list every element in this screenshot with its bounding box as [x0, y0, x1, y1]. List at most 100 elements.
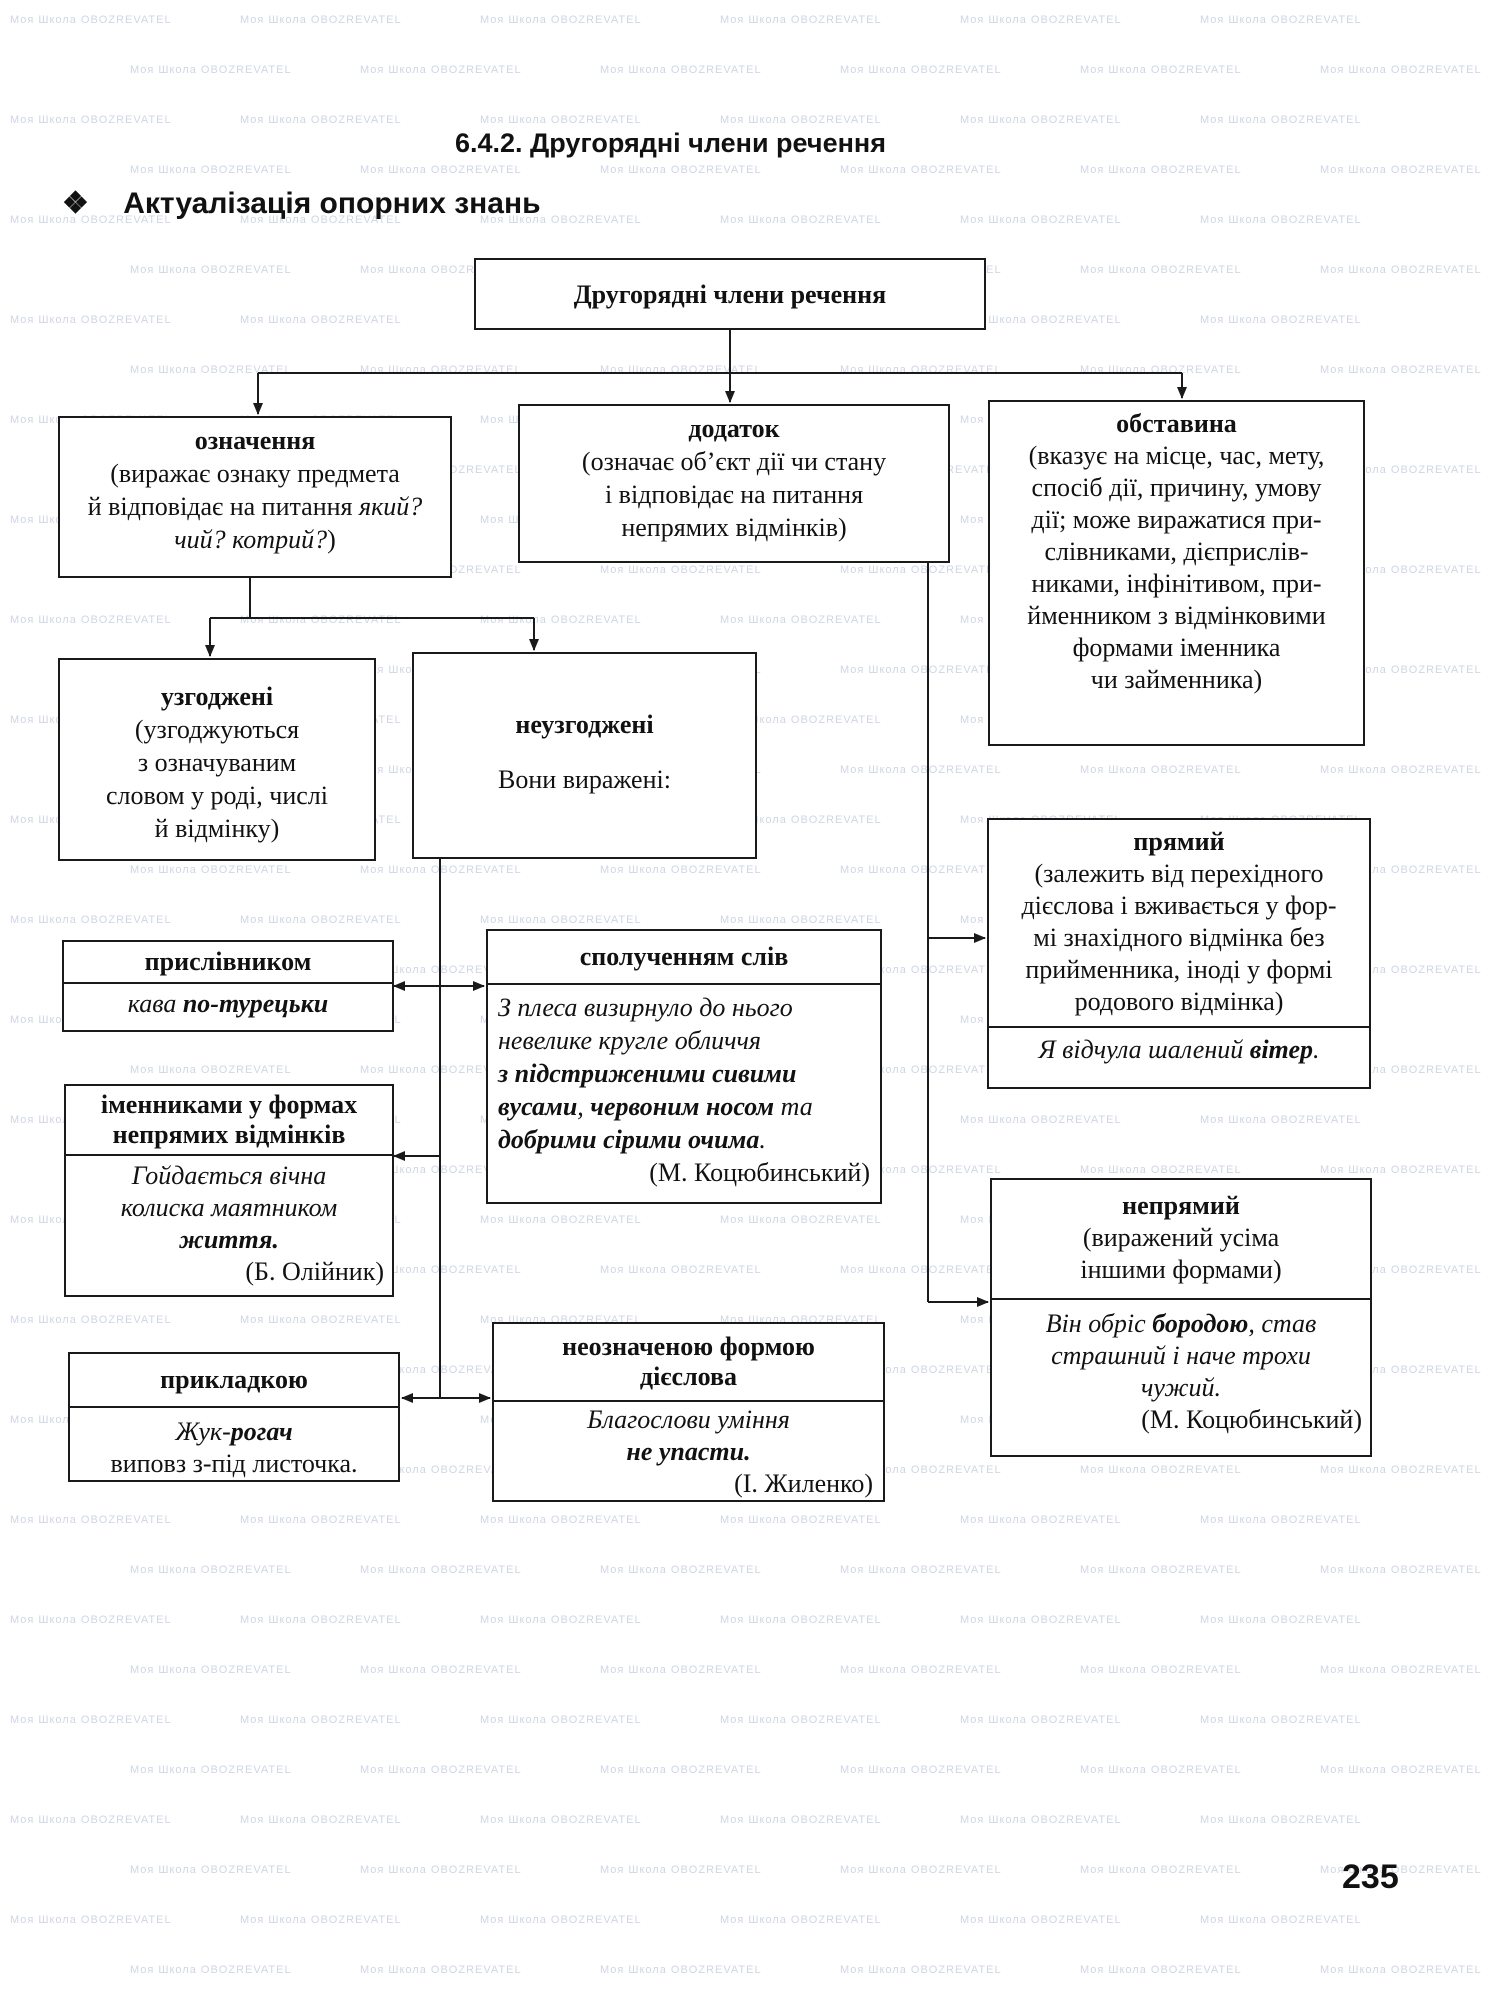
watermark-text: Моя Школа OBOZREVATEL [1320, 1564, 1482, 1576]
watermark-text: Моя Школа OBOZREVATEL [1080, 164, 1242, 176]
watermark-text: Моя Школа OBOZREVATEL [10, 1514, 172, 1526]
watermark-text: Моя Школа OBOZREVATEL [960, 1714, 1122, 1726]
watermark-text: Моя Школа OBOZREVATEL [360, 164, 522, 176]
oznachennya-line3: чий? котрий?) [174, 525, 336, 554]
watermark-text: Моя Школа OBOZREVATEL [240, 1514, 402, 1526]
watermark-text: Моя Школа OBOZREVATEL [960, 114, 1122, 126]
watermark-text: Моя Школа OBOZREVATEL [720, 1814, 882, 1826]
watermark-text: Моя Школа OBOZREVATEL [1080, 1864, 1242, 1876]
watermark-text: Моя Школа OBOZREVATEL [1080, 1564, 1242, 1576]
watermark-text: Моя Школа OBOZREVATEL [1320, 1664, 1482, 1676]
prykladkoyu-title: прикладкою [70, 1354, 398, 1408]
watermark-text: Моя Школа OBOZREVATEL [1080, 764, 1242, 776]
watermark-text: Моя Школа OBOZREVATEL [840, 1964, 1002, 1976]
watermark-text: Моя Школа OBOZREVATEL [360, 1564, 522, 1576]
watermark-text: Моя Школа OBOZREVATEL [840, 1764, 1002, 1776]
watermark-text: Моя Школа OBOZREVATEL [360, 1664, 522, 1676]
watermark-text: Моя Школа OBOZREVATEL [360, 1964, 522, 1976]
watermark-text: Моя Школа OBOZREVATEL [240, 1314, 402, 1326]
watermark-text: Моя Школа OBOZREVATEL [1200, 114, 1362, 126]
watermark-text: Моя Школа OBOZREVATEL [960, 314, 1122, 326]
watermark-text: Моя Школа OBOZREVATEL [1080, 1464, 1242, 1476]
watermark-text: Моя Школа OBOZREVATEL [720, 614, 882, 626]
pryamyi-description: прямий (залежить від перехідного дієслов… [989, 820, 1369, 1028]
watermark-text: Моя Школа OBOZREVATEL [360, 1864, 522, 1876]
watermark-text: Моя Школа OBOZREVATEL [130, 1864, 292, 1876]
subsection-heading: ❖ Актуалізація опорних знань [62, 186, 541, 221]
watermark-text: Моя Школа OBOZREVATEL [600, 1664, 762, 1676]
watermark-text: Моя Школа OBOZREVATEL [480, 214, 642, 226]
dodatok-box: додаток (означає об’єкт дії чи стану і в… [518, 404, 950, 563]
spoluchennyam-author: (М. Коцюбинський) [649, 1158, 870, 1187]
pryamyi-box: прямий (залежить від перехідного дієслов… [987, 818, 1371, 1089]
subsection-title: Актуалізація опорних знань [123, 187, 541, 220]
watermark-text: Моя Школа OBOZREVATEL [720, 814, 882, 826]
watermark-text: Моя Школа OBOZREVATEL [960, 1814, 1122, 1826]
watermark-text: Моя Школа OBOZREVATEL [480, 1214, 642, 1226]
oznachennya-box: означення (виражає ознаку предмета й від… [58, 416, 452, 578]
watermark-text: Моя Школа OBOZREVATEL [480, 1614, 642, 1626]
watermark-text: Моя Школа OBOZREVATEL [960, 1914, 1122, 1926]
watermark-text: Моя Школа OBOZREVATEL [1080, 1964, 1242, 1976]
watermark-text: Моя Школа OBOZREVATEL [240, 1614, 402, 1626]
watermark-text: Моя Школа OBOZREVATEL [720, 1714, 882, 1726]
watermark-text: Моя Школа OBOZREVATEL [130, 1964, 292, 1976]
prykladkoyu-box: прикладкою Жук-рогач виповз з-під листоч… [68, 1352, 400, 1482]
watermark-text: Моя Школа OBOZREVATEL [130, 164, 292, 176]
watermark-text: Моя Школа OBOZREVATEL [1320, 164, 1482, 176]
watermark-text: Моя Школа OBOZREVATEL [1320, 1164, 1482, 1176]
watermark-text: Моя Школа OBOZREVATEL [840, 864, 1002, 876]
pryslivnykom-box: прислівником кава по-турецьки [62, 940, 394, 1032]
neoznachenoyu-example: Благослови уміння не упасти. (І. Жиленко… [494, 1402, 883, 1502]
watermark-text: Моя Школа OBOZREVATEL [1200, 314, 1362, 326]
watermark-text: Моя Школа OBOZREVATEL [480, 1914, 642, 1926]
watermark-text: Моя Школа OBOZREVATEL [840, 164, 1002, 176]
watermark-text: Моя Школа OBOZREVATEL [1320, 264, 1482, 276]
neuzgodzheni-box: неузгоджені Вони виражені: [412, 652, 757, 859]
watermark-text: Моя Школа OBOZREVATEL [1200, 14, 1362, 26]
watermark-text: Моя Школа OBOZREVATEL [1320, 764, 1482, 776]
watermark-text: Моя Школа OBOZREVATEL [10, 114, 172, 126]
watermark-text: Моя Школа OBOZREVATEL [130, 1064, 292, 1076]
dodatok-line3: непрямих відмінків) [621, 513, 847, 542]
watermark-text: Моя Школа OBOZREVATEL [240, 914, 402, 926]
watermark-text: Моя Школа OBOZREVATEL [600, 164, 762, 176]
watermark-text: Моя Школа OBOZREVATEL [840, 1864, 1002, 1876]
spoluchennyam-example: З плеса визирнуло до нього невелике круг… [498, 993, 870, 1187]
watermark-text: Моя Школа OBOZREVATEL [1200, 1714, 1362, 1726]
watermark-text: Моя Школа OBOZREVATEL [960, 14, 1122, 26]
watermark-text: Моя Школа OBOZREVATEL [960, 214, 1122, 226]
watermark-text: Моя Школа OBOZREVATEL [840, 64, 1002, 76]
watermark-text: Моя Школа OBOZREVATEL [720, 14, 882, 26]
watermark-text: Моя Школа OBOZREVATEL [480, 1814, 642, 1826]
watermark-text: Моя Школа OBOZREVATEL [240, 214, 402, 226]
watermark-text: Моя Школа OBOZREVATEL [720, 214, 882, 226]
nepryamyi-example: Він обріс бородою, став страшний і наче … [992, 1300, 1370, 1444]
uzgodzheni-line: (узгоджуються [134, 715, 300, 744]
watermark-text: Моя Школа OBOZREVATEL [1200, 1614, 1362, 1626]
oznachennya-line1: (виражає ознаку предмета [110, 459, 400, 488]
watermark-text: Моя Школа OBOZREVATEL [1200, 1114, 1362, 1126]
watermark-text: Моя Школа OBOZREVATEL [240, 1714, 402, 1726]
neoznachenoyu-author: (І. Жиленко) [734, 1469, 873, 1498]
watermark-text: Моя Школа OBOZREVATEL [840, 1264, 1002, 1276]
root-box: Другорядні члени речення [474, 258, 986, 330]
obstavyna-line: формами іменника [1072, 633, 1281, 662]
dodatok-line2: і відповідає на питання [604, 480, 864, 509]
watermark-text: Моя Школа OBOZREVATEL [1320, 64, 1482, 76]
watermark-text: Моя Школа OBOZREVATEL [130, 1564, 292, 1576]
watermark-text: Моя Школа OBOZREVATEL [600, 1564, 762, 1576]
spoluchennyam-title: сполученням слів [488, 931, 880, 985]
watermark-text: Моя Школа OBOZREVATEL [10, 214, 172, 226]
watermark-text: Моя Школа OBOZREVATEL [840, 1664, 1002, 1676]
prykladkoyu-example: Жук-рогач виповз з-під листочка. [110, 1417, 358, 1478]
watermark-text: Моя Школа OBOZREVATEL [1200, 214, 1362, 226]
uzgodzheni-line: словом у роді, числі [105, 781, 328, 810]
watermark-text: Моя Школа OBOZREVATEL [1320, 1464, 1482, 1476]
watermark-text: Моя Школа OBOZREVATEL [130, 364, 292, 376]
watermark-text: Моя Школа OBOZREVATEL [600, 1964, 762, 1976]
neuzgodzheni-title: неузгоджені [515, 710, 654, 739]
